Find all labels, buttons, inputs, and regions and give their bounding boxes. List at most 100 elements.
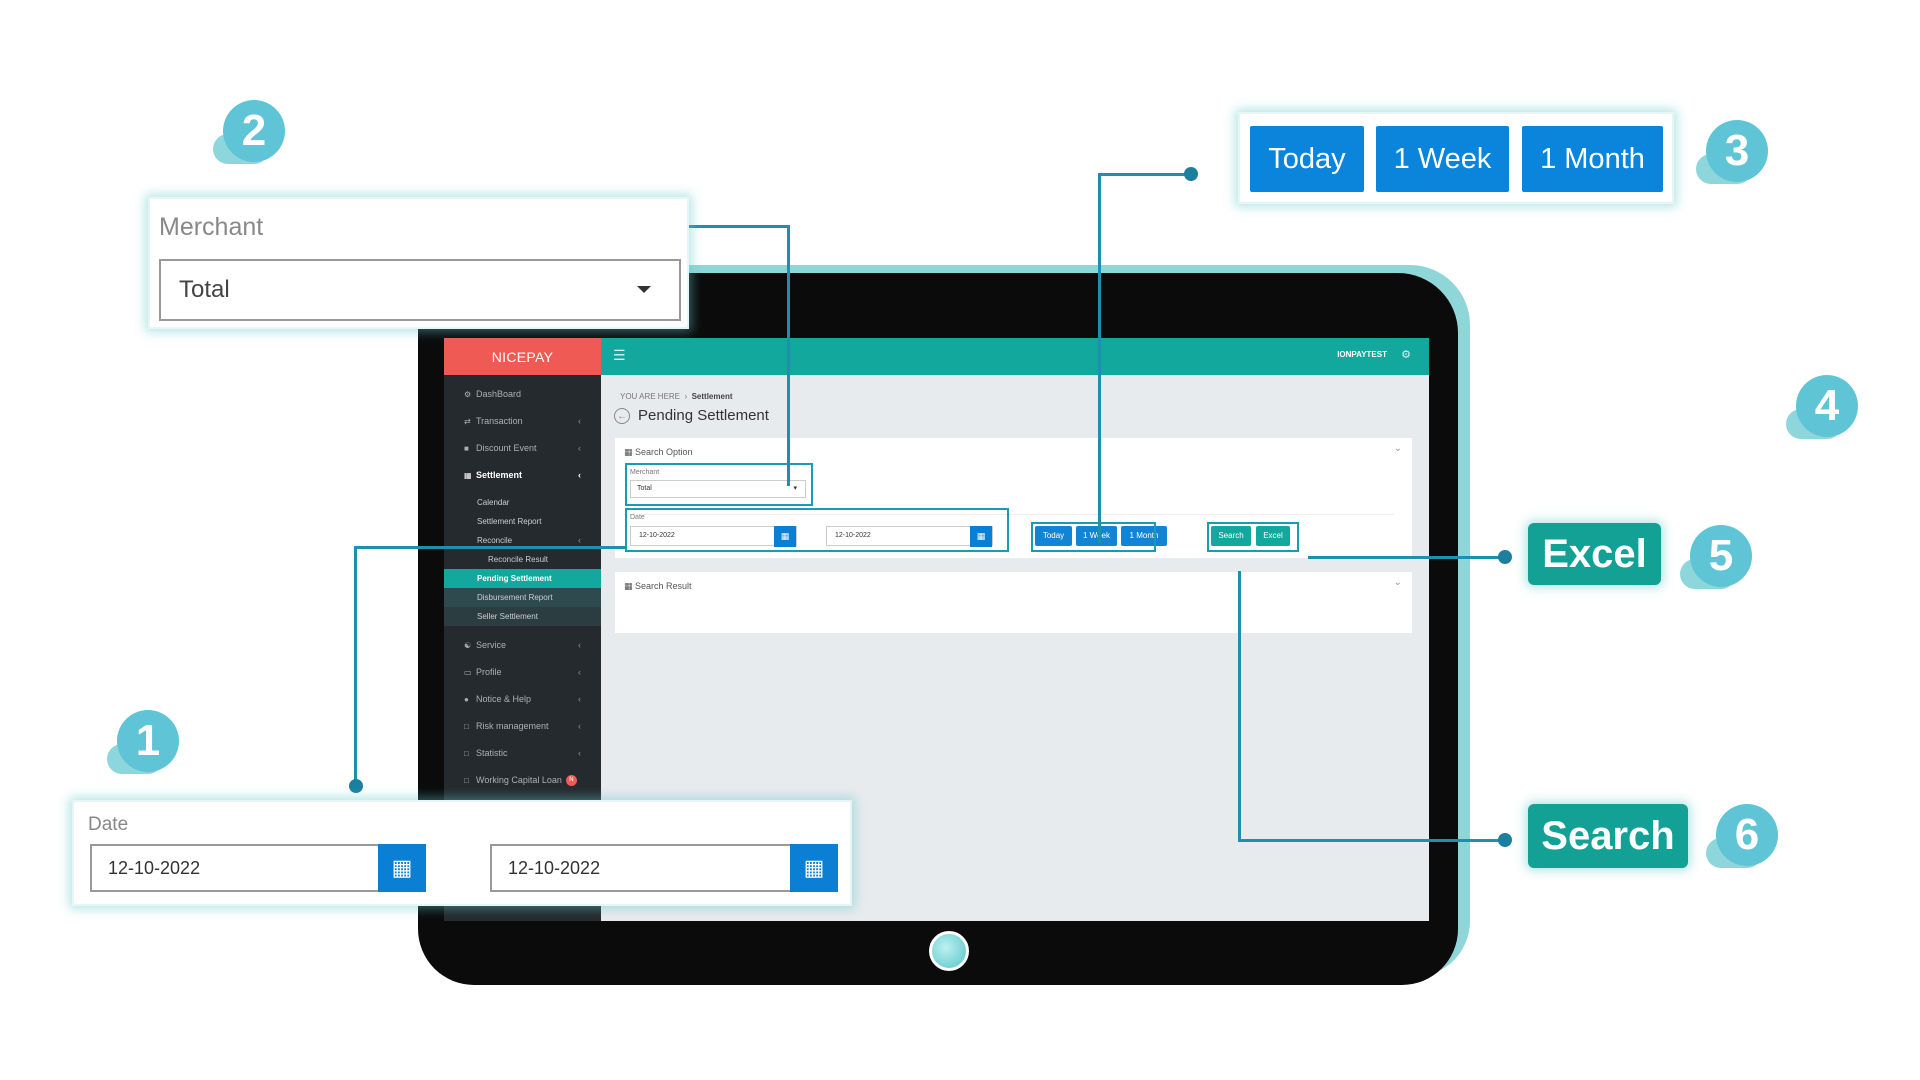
connector-dot [1184, 167, 1198, 181]
excel-button[interactable]: Excel [1256, 526, 1290, 546]
connector-dot [1498, 550, 1512, 564]
sidebar-item-service[interactable]: ☯Service‹ [444, 632, 601, 659]
transfer-icon: ⇄ [464, 417, 471, 426]
collapse-chevron-icon[interactable]: ⌄ [1393, 443, 1402, 454]
connector-search-h [1238, 839, 1504, 842]
chevron-down-icon: ‹ [578, 470, 581, 480]
chevron-left-icon: ‹ [578, 416, 581, 426]
connector-merchant-v [787, 225, 790, 486]
sidebar-item-profile[interactable]: ▭Profile‹ [444, 659, 601, 686]
date-to-input[interactable]: 12-10-2022 ▦ [826, 526, 993, 547]
callout-merchant-label: Merchant [159, 213, 264, 241]
date-callout: Date 12-10-2022 ▦ 12-10-2022 ▦ [72, 800, 852, 906]
calendar-icon[interactable]: ▦ [970, 526, 992, 547]
sidebar-item-statistic[interactable]: □Statistic‹ [444, 740, 601, 767]
callout-one-week-button[interactable]: 1 Week [1376, 126, 1509, 192]
folder-icon: □ [464, 722, 469, 731]
sidebar-item-reconcile[interactable]: Reconcile‹ [444, 531, 601, 550]
chevron-left-icon: ‹ [578, 667, 581, 677]
comment-icon: ● [464, 695, 469, 704]
step-number-5: 5 [1680, 525, 1760, 599]
date-from-input[interactable]: 12-10-2022 ▦ [630, 526, 797, 547]
callout-date-from[interactable]: 12-10-2022 ▦ [90, 844, 426, 892]
connector-excel-h [1308, 556, 1504, 559]
calendar-icon[interactable]: ▦ [774, 526, 796, 547]
page-title: Pending Settlement [638, 407, 769, 424]
step-number-4: 4 [1786, 375, 1866, 449]
gear-icon[interactable]: ⚙ [1401, 349, 1411, 361]
chevron-left-icon: ‹ [578, 694, 581, 704]
caret-down-icon: ▾ [793, 485, 797, 492]
sidebar-item-notice-help[interactable]: ●Notice & Help‹ [444, 686, 601, 713]
dashboard-icon: ⚙ [464, 390, 472, 399]
sidebar-item-reconcile-result[interactable]: Reconcile Result [488, 555, 549, 564]
breadcrumb: YOU ARE HERE › Settlement [620, 392, 733, 401]
monitor-icon: ▭ [464, 668, 472, 677]
search-result-header: ▦ Search Result [624, 581, 692, 591]
merchant-highlight [625, 463, 813, 506]
sidebar-item-pending-settlement[interactable]: Pending Settlement [444, 569, 601, 588]
chevron-left-icon: ‹ [578, 748, 581, 758]
breadcrumb-current: Settlement [691, 392, 733, 401]
one-week-button[interactable]: 1 Week [1076, 526, 1117, 546]
collapse-chevron-icon[interactable]: ⌄ [1393, 577, 1402, 588]
search-option-panel: ▦ Search Option ⌄ Merchant Total ▾ Date … [615, 438, 1412, 558]
back-arrow-icon[interactable]: ← [614, 407, 630, 424]
step-number-6: 6 [1706, 804, 1786, 878]
callout-merchant-select[interactable]: Total [159, 259, 681, 321]
search-excel-highlight [1207, 522, 1299, 552]
chart-icon: ■ [464, 444, 469, 453]
sidebar-item-risk-management[interactable]: □Risk management‹ [444, 713, 601, 740]
chevron-left-icon: ‹ [578, 640, 581, 650]
quick-range-highlight [1031, 522, 1156, 552]
page-title-row: ← Pending Settlement [614, 407, 769, 424]
calendar-icon: ▦ [464, 471, 472, 480]
service-icon: ☯ [464, 641, 472, 650]
quick-range-callout: Today 1 Week 1 Month [1238, 112, 1674, 204]
folder-icon: □ [464, 776, 469, 785]
chevron-left-icon: ‹ [578, 721, 581, 731]
new-badge: N [565, 775, 577, 787]
callout-excel-button[interactable]: Excel [1528, 523, 1661, 585]
chevron-left-icon: ‹ [578, 535, 581, 545]
search-result-panel: ▦ Search Result ⌄ [615, 572, 1412, 633]
sidebar-item-transaction[interactable]: ⇄Transaction‹ [444, 408, 601, 435]
brand-logo[interactable]: NICEPAY [444, 338, 601, 375]
merchant-callout: Merchant Total [148, 197, 689, 329]
connector-date-h [354, 546, 626, 549]
callout-date-label: Date [88, 814, 129, 835]
step-number-2: 2 [213, 100, 293, 174]
menu-icon[interactable]: ☰ [613, 347, 626, 363]
grid-icon: ▦ [624, 447, 633, 457]
date-label: Date [630, 514, 645, 521]
sidebar-item-settlement-report[interactable]: Settlement Report [477, 517, 542, 526]
search-button[interactable]: Search [1211, 526, 1251, 546]
merchant-label: Merchant [630, 469, 660, 476]
date-highlight [625, 508, 1009, 552]
callout-search-button[interactable]: Search [1528, 804, 1688, 868]
user-name[interactable]: IONPAYTEST [1337, 350, 1387, 359]
sidebar-item-dashboard[interactable]: ⚙DashBoard [444, 381, 601, 408]
top-bar: ☰ IONPAYTEST ⚙ [601, 338, 1429, 375]
callout-date-to[interactable]: 12-10-2022 ▦ [490, 844, 838, 892]
sidebar-item-discount-event[interactable]: ■Discount Event‹ [444, 435, 601, 462]
merchant-select[interactable]: Total ▾ [630, 480, 806, 498]
step-number-1: 1 [107, 710, 187, 784]
breadcrumb-home[interactable]: YOU ARE HERE [620, 392, 681, 401]
panel-divider [624, 514, 1394, 515]
calendar-icon[interactable]: ▦ [790, 844, 838, 892]
sidebar-item-seller-settlement[interactable]: Seller Settlement [444, 607, 601, 626]
today-button[interactable]: Today [1035, 526, 1072, 546]
sidebar-item-disbursement-report[interactable]: Disbursement Report [444, 588, 601, 607]
chevron-left-icon: ‹ [578, 443, 581, 453]
sidebar-item-calendar[interactable]: Calendar [477, 498, 510, 507]
connector-dot [349, 779, 363, 793]
callout-today-button[interactable]: Today [1250, 126, 1364, 192]
calendar-icon[interactable]: ▦ [378, 844, 426, 892]
connector-quick-v [1098, 173, 1101, 543]
home-button-icon [929, 931, 969, 971]
callout-one-month-button[interactable]: 1 Month [1522, 126, 1663, 192]
sidebar-item-settlement[interactable]: ▦Settlement‹ [444, 462, 601, 489]
grid-icon: ▦ [624, 581, 633, 591]
